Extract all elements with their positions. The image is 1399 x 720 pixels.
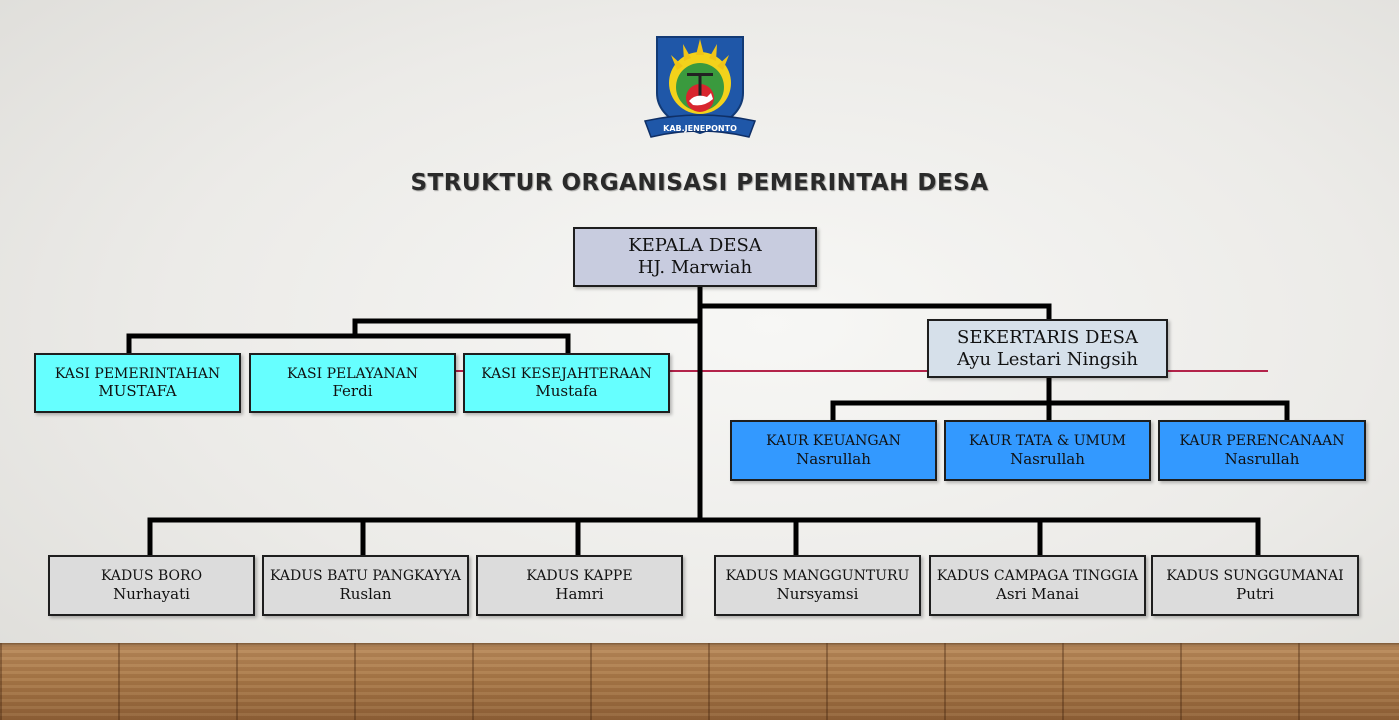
secretary-title: SEKERTARIS DESA (957, 327, 1138, 349)
kaur-box-perencanaan: KAUR PERENCANAAN Nasrullah (1158, 420, 1366, 481)
kasi-name: MUSTAFA (98, 382, 176, 400)
kaur-title: KAUR KEUANGAN (766, 433, 901, 450)
head-name: HJ. Marwiah (638, 257, 752, 279)
kasi-name: Ferdi (332, 382, 372, 400)
page-title: STRUKTUR ORGANISASI PEMERINTAH DESA (0, 170, 1399, 196)
kadus-box-sunggumanai: KADUS SUNGGUMANAI Putri (1151, 555, 1359, 616)
kadus-box-batu-pangkayya: KADUS BATU PANGKAYYA Ruslan (262, 555, 469, 616)
kadus-name: Nurhayati (113, 585, 190, 603)
kasi-box-pelayanan: KASI PELAYANAN Ferdi (249, 353, 456, 413)
kadus-box-kappe: KADUS KAPPE Hamri (476, 555, 683, 616)
kadus-box-campaga-tinggia: KADUS CAMPAGA TINGGIA Asri Manai (929, 555, 1146, 616)
kaur-name: Nasrullah (1225, 450, 1300, 468)
kadus-name: Hamri (555, 585, 603, 603)
kadus-title: KADUS KAPPE (526, 568, 632, 585)
logo-text: KAB.JENEPONTO (663, 124, 737, 133)
kasi-title: KASI KESEJAHTERAAN (481, 366, 652, 383)
kaur-box-keuangan: KAUR KEUANGAN Nasrullah (730, 420, 937, 481)
kadus-name: Nursyamsi (777, 585, 859, 603)
kadus-title: KADUS SUNGGUMANAI (1166, 568, 1343, 585)
kasi-name: Mustafa (535, 382, 597, 400)
secretary-branch (700, 306, 1049, 320)
kadus-box-manggunturu: KADUS MANGGUNTURU Nursyamsi (714, 555, 921, 616)
kaur-title: KAUR TATA & UMUM (969, 433, 1126, 450)
secretary-name: Ayu Lestari Ningsih (957, 349, 1138, 371)
kadus-title: KADUS BATU PANGKAYYA (270, 568, 461, 585)
kadus-title: KADUS BORO (101, 568, 202, 585)
secretary-box: SEKERTARIS DESA Ayu Lestari Ningsih (927, 319, 1168, 378)
kadus-title: KADUS CAMPAGA TINGGIA (937, 568, 1138, 585)
kasi-box-kesejahteraan: KASI KESEJAHTERAAN Mustafa (463, 353, 670, 413)
kadus-box-boro: KADUS BORO Nurhayati (48, 555, 255, 616)
head-title: KEPALA DESA (628, 235, 762, 257)
kadus-name: Putri (1236, 585, 1274, 603)
wood-floor (0, 643, 1399, 720)
kadus-name: Ruslan (339, 585, 391, 603)
kaur-title: KAUR PERENCANAAN (1180, 433, 1345, 450)
kadus-name: Asri Manai (996, 585, 1079, 603)
kaur-box-tata-umum: KAUR TATA & UMUM Nasrullah (944, 420, 1151, 481)
kasi-title: KASI PELAYANAN (287, 366, 418, 383)
kab-jeneponto-emblem-icon: KAB.JENEPONTO (641, 25, 759, 143)
head-box: KEPALA DESA HJ. Marwiah (573, 227, 817, 287)
kadus-title: KADUS MANGGUNTURU (726, 568, 910, 585)
kaur-name: Nasrullah (1010, 450, 1085, 468)
kaur-name: Nasrullah (796, 450, 871, 468)
kasi-title: KASI PEMERINTAHAN (55, 366, 220, 383)
kasi-box-pemerintahan: KASI PEMERINTAHAN MUSTAFA (34, 353, 241, 413)
